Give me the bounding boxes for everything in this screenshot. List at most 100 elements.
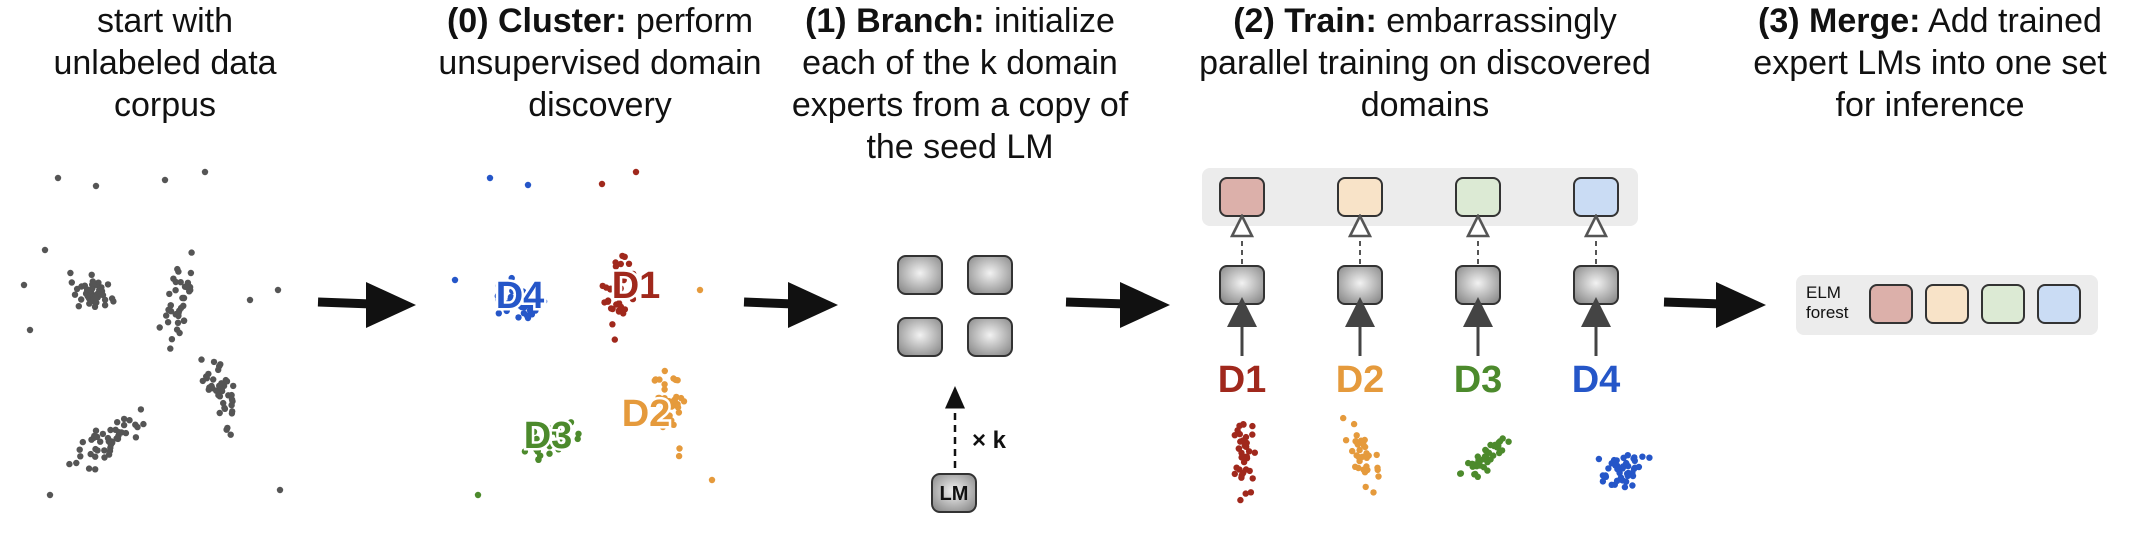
data-point (94, 447, 101, 454)
data-point (93, 299, 100, 306)
data-point (246, 296, 254, 304)
cluster-label-d1: D1 (612, 265, 661, 307)
data-point (76, 446, 83, 453)
train-point-d3 (1457, 470, 1464, 477)
cluster-point-d1 (601, 299, 608, 306)
cluster-point-d1 (630, 270, 637, 278)
train-point-d2 (1340, 414, 1347, 422)
train-point-d1 (1239, 437, 1246, 444)
data-point (223, 378, 231, 385)
train-point-d4 (1629, 472, 1637, 480)
cluster-point-d3 (537, 442, 544, 449)
data-point (183, 283, 190, 291)
cluster-point-d1 (612, 287, 619, 295)
cluster-point-d4 (515, 314, 522, 321)
cluster-point-d2 (671, 396, 678, 403)
data-point (75, 303, 83, 310)
cluster-point-d2 (665, 413, 672, 420)
cluster-label-d3: D3 (524, 415, 573, 457)
data-point (156, 324, 163, 331)
train-point-d2 (1363, 454, 1371, 461)
data-point (175, 309, 182, 317)
train-point-d1 (1237, 496, 1244, 504)
data-point (215, 391, 222, 399)
data-point (175, 268, 182, 275)
train-point-d3 (1480, 464, 1488, 471)
expert-copy-box (897, 255, 943, 295)
cluster-point-d3 (556, 435, 563, 443)
cluster-point-d1 (614, 276, 621, 283)
cluster-point (632, 168, 640, 176)
data-point (92, 466, 99, 473)
cluster-point-d2 (676, 445, 683, 452)
cluster-point-d4 (527, 303, 534, 311)
data-point (114, 419, 121, 426)
caption-start-text: start with unlabeled data corpus (53, 2, 277, 124)
cluster-point-d2 (659, 423, 667, 431)
expert-lm-box (1573, 265, 1619, 305)
data-point (46, 491, 54, 499)
train-point-d3 (1498, 447, 1506, 454)
data-point (208, 382, 215, 390)
data-point (163, 312, 170, 319)
merged-expert-d3 (1981, 284, 2025, 324)
train-point-d3 (1472, 470, 1479, 478)
data-point (176, 329, 183, 337)
data-point (101, 447, 108, 454)
cluster-point-d2 (656, 394, 663, 402)
data-point (201, 168, 209, 176)
train-point-d2 (1374, 466, 1381, 474)
caption-branch-text: initialize each of the k domain experts … (791, 2, 1129, 166)
train-point-d4 (1635, 463, 1643, 471)
train-point-d1 (1231, 470, 1239, 478)
cluster-point-d4 (495, 296, 502, 303)
train-point-d1 (1233, 464, 1240, 471)
cluster-point-d2 (661, 398, 668, 405)
train-point-d1 (1235, 445, 1243, 452)
cluster-point-d2 (661, 386, 668, 393)
data-point (84, 293, 91, 300)
arrow-train-to-merge (1663, 282, 1766, 328)
train-point-d2 (1362, 483, 1369, 491)
expert-copy-box (967, 317, 1013, 357)
trained-expert-d2 (1337, 177, 1383, 217)
data-point (90, 280, 97, 287)
cluster-point (524, 181, 532, 189)
data-point (66, 460, 73, 468)
cluster-point-d1 (609, 305, 616, 313)
data-point (115, 429, 123, 436)
train-point-d2 (1375, 473, 1382, 480)
expert-copy-box (967, 255, 1013, 295)
cluster-label-d2: D2 (622, 393, 671, 435)
data-point (97, 438, 104, 445)
train-label-d4: D4 (1572, 359, 1621, 401)
merged-expert-d1 (1869, 284, 1913, 324)
train-label-d2: D2 (1336, 359, 1385, 401)
train-point-d1 (1249, 431, 1256, 438)
caption-train: (2) Train: embarrassingly parallel train… (1195, 0, 1655, 126)
cluster-point-d2 (661, 381, 668, 388)
cluster-point-d4 (533, 286, 541, 294)
data-point (92, 453, 99, 460)
data-point (198, 356, 205, 363)
train-point-d3 (1484, 455, 1491, 462)
data-point (177, 279, 184, 286)
data-point (78, 296, 85, 303)
train-point-d3 (1505, 438, 1512, 445)
train-point-d2 (1350, 420, 1358, 428)
cluster-point-d3 (562, 423, 570, 430)
train-point-d2 (1342, 437, 1350, 444)
data-point (174, 319, 182, 326)
train-point-d3 (1469, 463, 1476, 470)
merged-expert-d2 (1925, 284, 1969, 324)
arrow-cluster-to-branch (743, 282, 838, 328)
data-point (79, 438, 87, 446)
data-point (167, 302, 174, 309)
train-point-d4 (1605, 465, 1612, 472)
cluster-point-d1 (629, 295, 637, 303)
cluster-point-d3 (528, 439, 536, 446)
train-point-d4 (1595, 455, 1603, 463)
expert-lm-box (1219, 265, 1265, 305)
cluster-point-d4 (503, 303, 511, 310)
